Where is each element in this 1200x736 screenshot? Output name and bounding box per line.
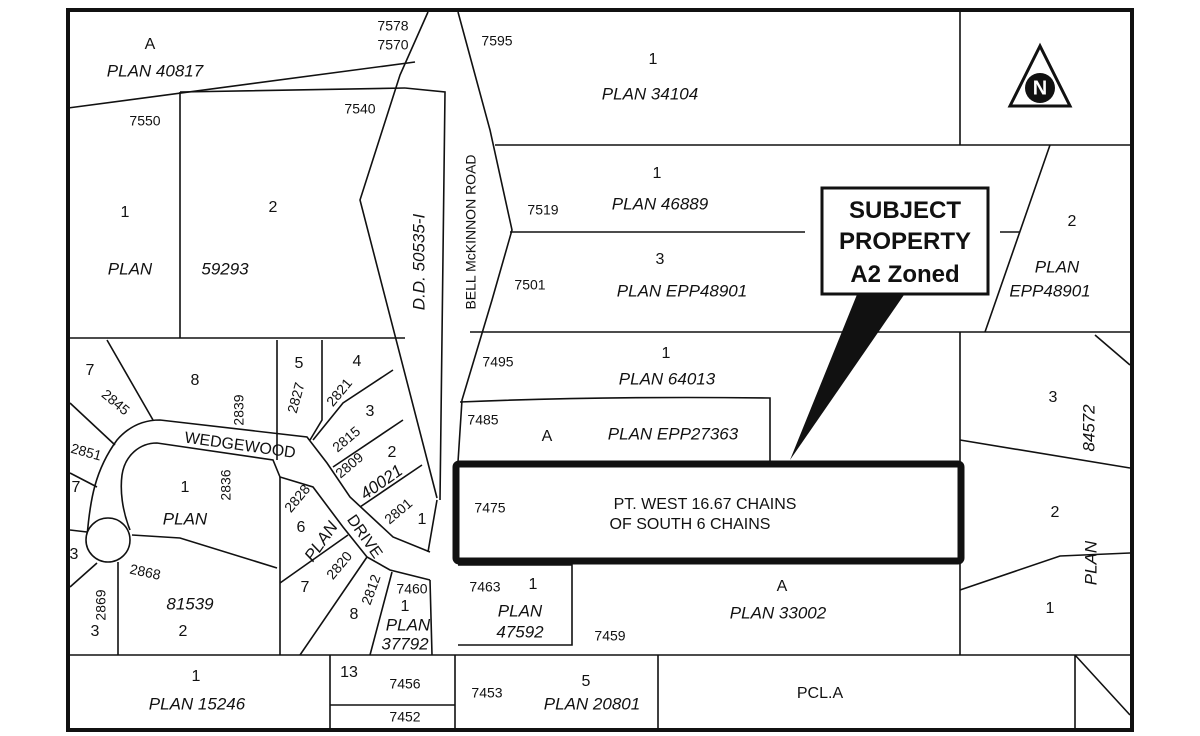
parcel-label: 1 xyxy=(418,511,427,528)
parcel-label: BELL McKINNON ROAD xyxy=(463,154,479,309)
map-border xyxy=(66,8,1134,732)
parcel-label: 8 xyxy=(191,372,200,389)
parcel-label: 4 xyxy=(353,353,362,370)
parcel-label: 1 xyxy=(662,345,671,362)
parcel-label: 7 xyxy=(86,362,95,379)
parcel-label: 7 xyxy=(301,579,310,596)
parcel-label: 8 xyxy=(350,606,359,623)
parcel-label: 7452 xyxy=(389,709,420,725)
parcel-label: 7456 xyxy=(389,676,420,692)
parcel-label: 1 xyxy=(192,668,201,685)
parcel-label: PT. WEST 16.67 CHAINS xyxy=(614,496,797,513)
parcel-label: 1 xyxy=(121,204,130,221)
parcel-label: PLAN 34104 xyxy=(602,84,698,103)
parcel-label: 7463 xyxy=(469,579,500,595)
parcel-label: 7 xyxy=(72,479,81,496)
parcel-label: 2851 xyxy=(69,440,103,464)
callout-line-3: A2 Zoned xyxy=(850,261,959,288)
parcel-label: 7495 xyxy=(482,354,513,370)
parcel-label: EPP48901 xyxy=(1009,281,1090,300)
parcel-label: 1 xyxy=(653,165,662,182)
parcel-label: 2827 xyxy=(284,380,308,414)
parcel-label: 3 xyxy=(656,251,665,268)
parcel-label: PCL.A xyxy=(797,685,844,702)
subject-property-outline xyxy=(452,460,965,565)
parcel-label: 1 xyxy=(1046,600,1055,617)
parcel-label: PLAN xyxy=(1035,257,1080,276)
parcel-label: PLAN 46889 xyxy=(612,194,709,213)
parcel-label: 2 xyxy=(269,199,278,216)
parcel-label: 2 xyxy=(388,444,397,461)
parcel-label: 7485 xyxy=(467,412,498,428)
parcel-label: PLAN xyxy=(386,615,431,634)
parcel-label: PLAN 15246 xyxy=(149,694,246,713)
parcel-label: PLAN 20801 xyxy=(544,694,640,713)
parcel-label: 2 xyxy=(1051,504,1060,521)
parcel-label: PLAN EPP48901 xyxy=(617,281,747,300)
parcel-label: 2869 xyxy=(93,589,109,620)
parcel-label: 81539 xyxy=(166,594,214,613)
parcel-label: 2 xyxy=(179,623,188,640)
parcel-label: 7595 xyxy=(481,33,512,49)
parcel-label: PLAN xyxy=(1081,540,1100,585)
parcel-label: 7501 xyxy=(514,277,545,293)
parcel-label: 5 xyxy=(582,673,591,690)
parcel-label: A xyxy=(542,428,553,445)
parcel-label: PLAN 33002 xyxy=(730,603,827,622)
parcel-label: 1 xyxy=(401,598,410,615)
parcel-label: 2868 xyxy=(128,561,162,583)
parcel-label: 3 xyxy=(91,623,100,640)
parcel-label: PLAN xyxy=(163,509,208,528)
parcel-label: 7550 xyxy=(129,113,160,129)
callout-line-2: PROPERTY xyxy=(839,228,971,255)
parcel-label: PLAN EPP27363 xyxy=(608,424,739,443)
parcel-label: 7475 xyxy=(474,500,505,516)
parcel-label: 1 xyxy=(181,479,190,496)
parcel-label: PLAN xyxy=(108,259,153,278)
parcel-label: 2839 xyxy=(231,394,247,425)
parcel-label: 6 xyxy=(297,519,306,536)
parcel-label: 7453 xyxy=(471,685,502,701)
parcel-label: 84572 xyxy=(1079,404,1098,452)
north-arrow-icon: N xyxy=(1007,42,1073,108)
parcel-label: 47592 xyxy=(496,622,544,641)
parcel-label: 7519 xyxy=(527,202,558,218)
parcel-label: 3 xyxy=(70,546,79,563)
parcel-label: OF SOUTH 6 CHAINS xyxy=(610,516,771,533)
parcel-label: 13 xyxy=(340,664,358,681)
parcel-label: 3 xyxy=(366,403,375,420)
parcel-label: D.D. 50535-I xyxy=(409,214,428,311)
parcel-label: PLAN xyxy=(498,601,543,620)
parcel-label: 2 xyxy=(1068,213,1077,230)
north-letter: N xyxy=(1033,77,1047,99)
parcel-label: 1 xyxy=(649,51,658,68)
parcel-label: PLAN 64013 xyxy=(619,369,716,388)
parcel-label: 1 xyxy=(529,576,538,593)
parcel-label: 2836 xyxy=(218,469,234,500)
parcel-label: 7578 xyxy=(377,18,408,34)
parcel-label: 7570 xyxy=(377,37,408,53)
parcel-label: 37792 xyxy=(381,634,429,653)
parcel-label: A xyxy=(777,578,788,595)
parcel-label: A xyxy=(145,36,156,53)
parcel-label: 7540 xyxy=(344,101,375,117)
parcel-label: 7460 xyxy=(396,581,427,597)
parcel-label: 7459 xyxy=(594,628,625,644)
parcel-label: PLAN 40817 xyxy=(107,61,204,80)
parcel-label: 5 xyxy=(295,355,304,372)
parcel-label: 59293 xyxy=(201,259,249,278)
callout-line-1: SUBJECT xyxy=(849,197,961,224)
parcel-label: 3 xyxy=(1049,389,1058,406)
subject-property-callout: SUBJECT PROPERTY A2 Zoned xyxy=(790,186,990,460)
